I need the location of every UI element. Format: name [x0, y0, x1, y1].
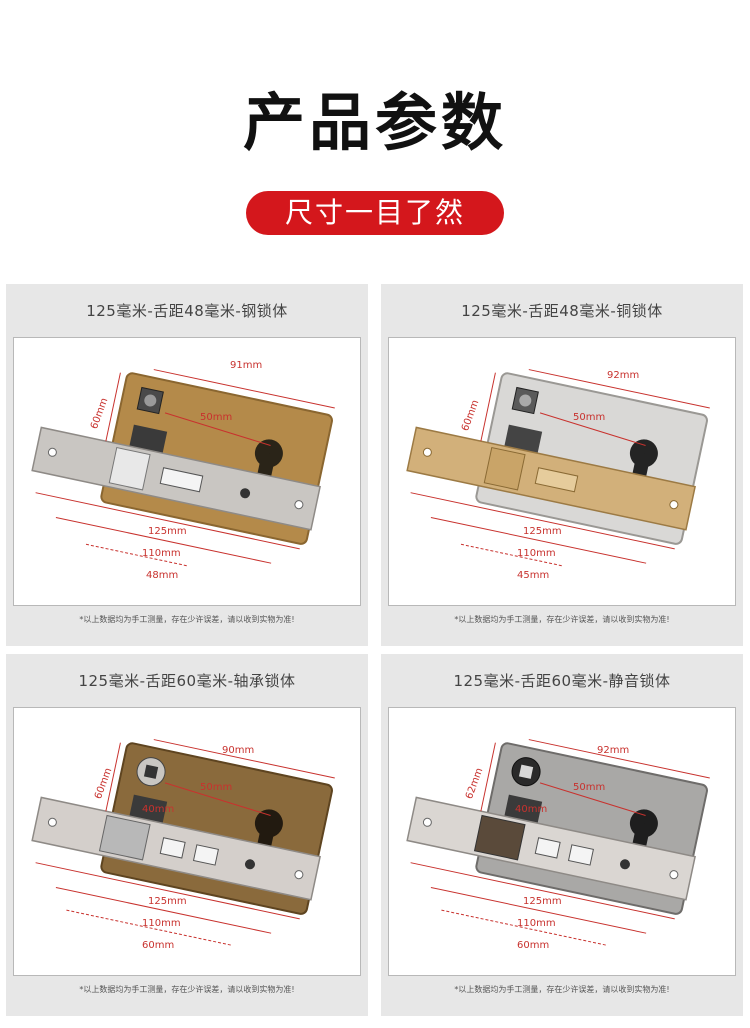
dim-center-label: 50mm	[573, 782, 605, 793]
dim-inner-label: 40mm	[515, 804, 547, 815]
card-title: 125毫米-舌距60毫米-轴承锁体	[78, 672, 296, 690]
measurement-note: *以上数据均为手工测量，存在少许误差，请以收到实物为准!	[79, 615, 295, 624]
dim-height-label: 60mm	[89, 397, 110, 431]
card-title: 125毫米-舌距48毫米-铜锁体	[461, 302, 663, 320]
dim-center-label: 50mm	[200, 782, 232, 793]
measurement-note: *以上数据均为手工测量，存在少许误差，请以收到实物为准!	[79, 985, 295, 994]
lock-photo-frame: 92mm 62mm 50mm 40mm 125mm 110mm 60mm	[388, 707, 736, 976]
dim-backset-label: 45mm	[517, 570, 549, 581]
product-card-steel: 125毫米-舌距48毫米-钢锁体	[6, 284, 368, 646]
dim-mid-label: 110mm	[517, 918, 556, 929]
lock-body-image: 90mm 60mm 50mm 40mm 125mm 110mm 60mm	[31, 739, 335, 951]
dim-backset-label: 60mm	[517, 940, 549, 951]
dim-mid-label: 110mm	[517, 548, 556, 559]
dim-width-label: 92mm	[607, 370, 639, 381]
dim-height-label: 62mm	[464, 767, 485, 801]
lock-photo-frame: 92mm 60mm 50mm 125mm 110mm 45mm	[388, 337, 736, 606]
dim-width-label: 91mm	[230, 360, 262, 371]
dim-width-label: 92mm	[597, 745, 629, 756]
product-card-copper: 125毫米-舌距48毫米-铜锁体 92	[381, 284, 743, 646]
lock-photo-frame: 91mm 60mm 50mm 125mm 110mm 48mm	[13, 337, 361, 606]
dim-mid-label: 110mm	[142, 548, 181, 559]
dim-height-label: 60mm	[460, 399, 481, 433]
dim-faceplate-label: 125mm	[148, 526, 187, 537]
dim-center-label: 50mm	[200, 412, 232, 423]
dim-center-label: 50mm	[573, 412, 605, 423]
dim-faceplate-label: 125mm	[148, 896, 187, 907]
lock-photo-frame: 90mm 60mm 50mm 40mm 125mm 110mm 60mm	[13, 707, 361, 976]
card-title: 125毫米-舌距60毫米-静音锁体	[453, 672, 671, 690]
dim-height-label: 60mm	[93, 767, 114, 801]
card-title: 125毫米-舌距48毫米-钢锁体	[86, 302, 288, 320]
dim-backset-label: 48mm	[146, 570, 178, 581]
subtitle-badge: 尺寸一目了然	[246, 191, 504, 235]
dim-backset-label: 60mm	[142, 940, 174, 951]
lock-body-image: 91mm 60mm 50mm 125mm 110mm 48mm	[31, 360, 335, 581]
dim-mid-label: 110mm	[142, 918, 181, 929]
measurement-note: *以上数据均为手工测量，存在少许误差，请以收到实物为准!	[454, 615, 670, 624]
dim-inner-label: 40mm	[142, 804, 174, 815]
dim-width-label: 90mm	[222, 745, 254, 756]
lock-body-image: 92mm 62mm 50mm 40mm 125mm 110mm 60mm	[406, 739, 710, 951]
lock-body-image: 92mm 60mm 50mm 125mm 110mm 45mm	[406, 369, 710, 581]
product-card-bearing: 125毫米-舌距60毫米-轴承锁体	[6, 654, 368, 1016]
dim-faceplate-label: 125mm	[523, 896, 562, 907]
page-title: 产品参数	[242, 86, 507, 159]
measurement-note: *以上数据均为手工测量，存在少许误差，请以收到实物为准!	[454, 985, 670, 994]
product-card-silent: 125毫米-舌距60毫米-静音锁体	[381, 654, 743, 1016]
dim-faceplate-label: 125mm	[523, 526, 562, 537]
